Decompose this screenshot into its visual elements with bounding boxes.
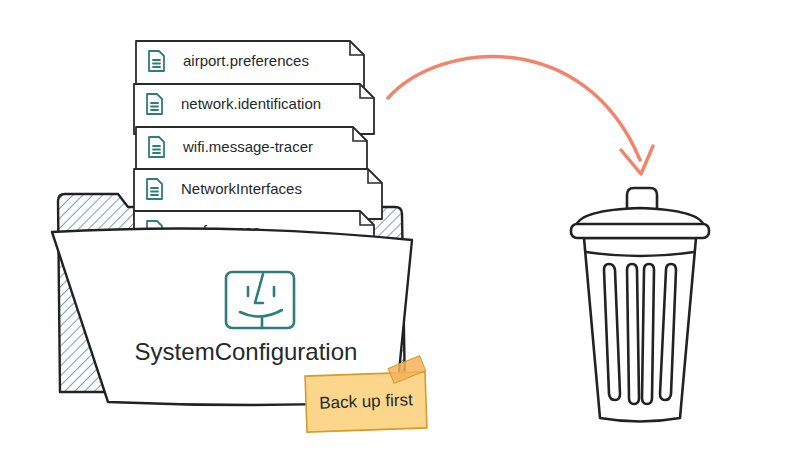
trash-can <box>571 188 709 422</box>
trash-band <box>586 252 694 256</box>
document-icon <box>147 94 162 114</box>
document-outline <box>147 94 162 114</box>
trash-rim <box>571 224 709 238</box>
note-label: Back up first <box>305 389 428 414</box>
document-outline <box>149 137 164 157</box>
document-icon <box>147 221 162 241</box>
document-lines <box>151 230 158 237</box>
document-lines <box>151 188 158 195</box>
finder-eyes <box>248 287 274 296</box>
file-fold <box>350 41 364 55</box>
arrow-head <box>621 146 653 174</box>
trash-rib <box>627 264 639 404</box>
folder-node: SystemConfiguration airport.preferences ne… <box>50 36 432 436</box>
file-label: NetworkInterfaces <box>181 179 302 198</box>
file-fold <box>368 169 382 183</box>
finder-icon <box>226 272 294 328</box>
document-lines <box>153 60 160 67</box>
document-outline <box>149 51 164 71</box>
sticky-note <box>305 372 427 432</box>
tape-strip <box>388 356 426 384</box>
file-label: wifi.message-tracer <box>183 137 313 156</box>
document-lines <box>153 146 160 153</box>
trash-rib <box>642 264 654 404</box>
file-fold <box>360 84 374 98</box>
document-icon <box>149 137 164 157</box>
file-label: network.identification <box>181 94 321 113</box>
document-outline <box>147 179 162 199</box>
document-outline <box>147 221 162 241</box>
trash-handle <box>627 188 657 208</box>
document-icon <box>147 179 162 199</box>
finder-smile <box>240 310 282 317</box>
arrow-curve <box>388 56 640 160</box>
finder-nose <box>255 274 263 328</box>
folder-label: SystemConfiguration <box>120 338 372 366</box>
trash-rib <box>604 264 620 400</box>
file-label: airport.preferences <box>183 51 309 70</box>
document-icon <box>149 51 164 71</box>
trash-rib <box>660 264 676 400</box>
note-node: Back up first <box>304 371 428 433</box>
file-fold <box>353 127 367 141</box>
trash-body <box>584 238 696 422</box>
discard-arrow <box>388 56 653 174</box>
file-card <box>134 211 374 261</box>
document-lines <box>151 103 158 110</box>
file-fold <box>360 211 374 225</box>
finder-frame <box>226 272 294 328</box>
